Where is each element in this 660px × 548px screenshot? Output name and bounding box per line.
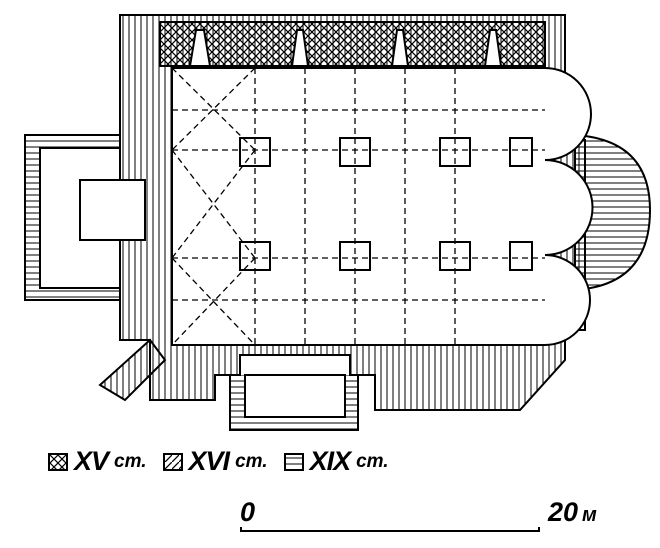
crosshatch-swatch-icon <box>48 452 68 471</box>
legend-suffix: ст. <box>356 450 389 472</box>
legend-era: XIX <box>309 446 352 476</box>
diagonal-swatch-icon <box>162 452 183 471</box>
legend-suffix: ст. <box>114 450 147 472</box>
pier <box>339 241 371 271</box>
xv-wall <box>159 21 546 67</box>
scale-start: 0 <box>240 497 256 527</box>
nave-interior <box>171 67 594 346</box>
scale-end: 20 <box>548 497 579 527</box>
diagonal-wall <box>98 338 167 402</box>
scale-line <box>240 527 540 532</box>
scale-unit: м <box>582 504 597 526</box>
horizontal-swatch-icon <box>283 452 304 471</box>
pier <box>239 241 271 271</box>
pier <box>439 241 471 271</box>
legend-era: XV <box>74 446 109 476</box>
legend-era: XVI <box>188 446 231 476</box>
legend-suffix: ст. <box>235 450 268 472</box>
outer-apse <box>574 133 652 292</box>
